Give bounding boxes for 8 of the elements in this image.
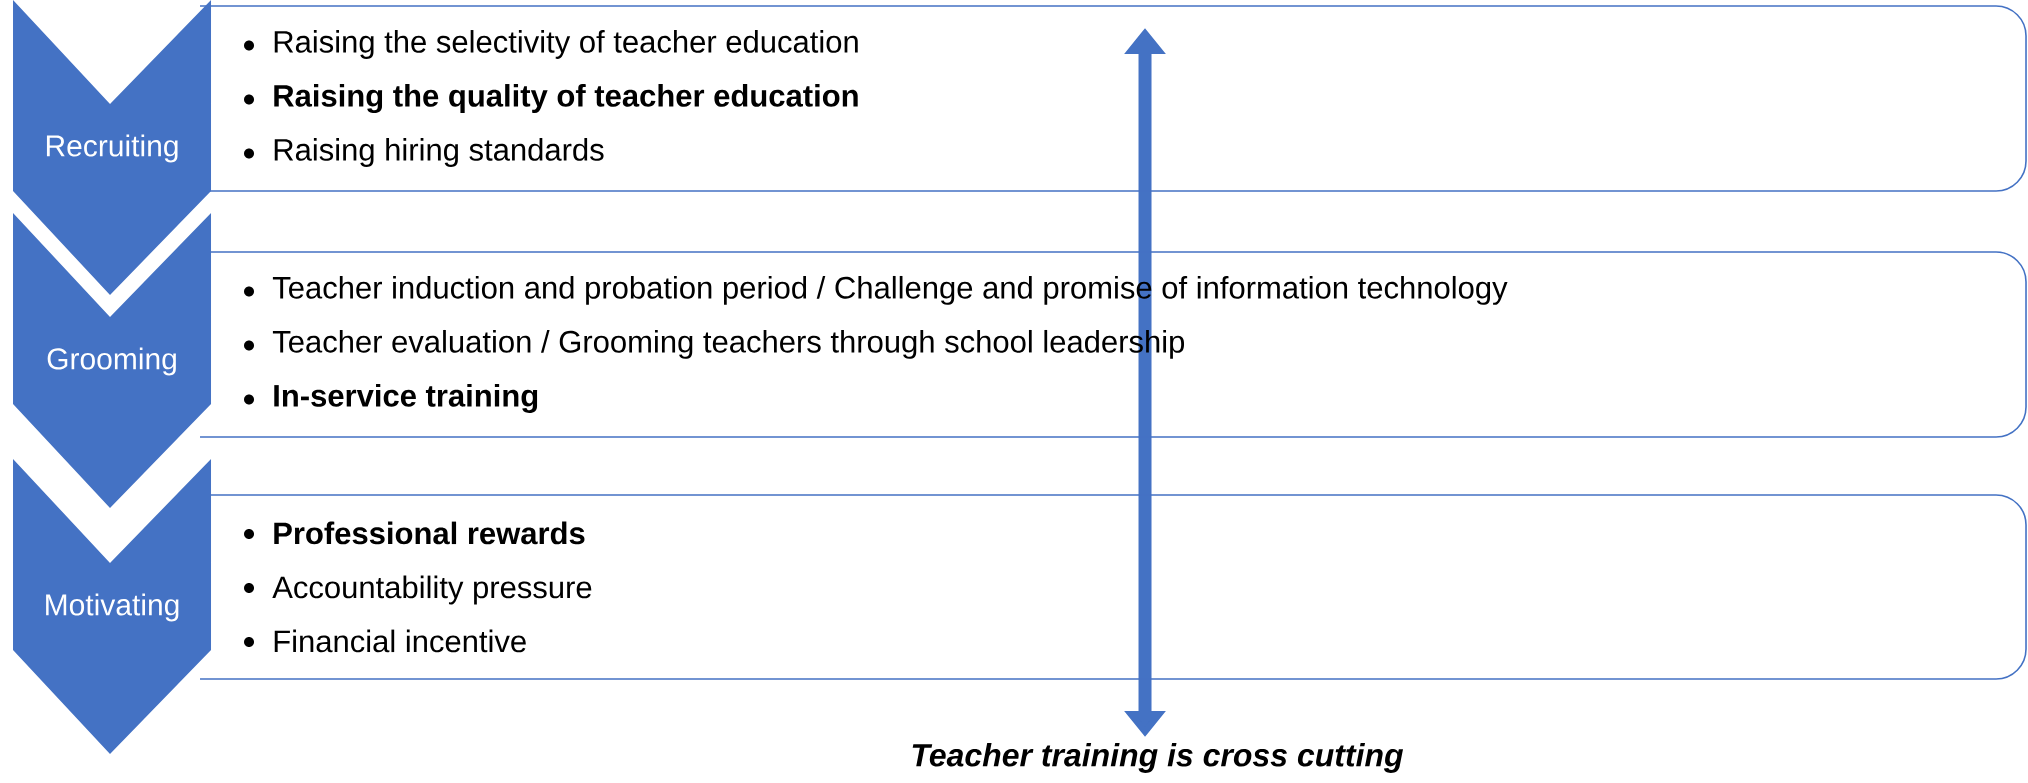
list-box: Raising the selectivity of teacher education Raising the quality of teacher education Raising hiring standards xyxy=(199,5,2027,192)
node-label: Grooming xyxy=(47,347,176,376)
node-label: Recruiting xyxy=(46,134,178,163)
list-box: Professional rewards Accountability pressure Financial incentive xyxy=(199,494,2027,680)
stage-banner: Recruiting xyxy=(13,0,211,295)
stage-banner: Grooming xyxy=(13,213,211,508)
stage-banner: Motivating xyxy=(13,459,211,754)
caption: Teacher training is cross cutting xyxy=(912,743,1403,773)
